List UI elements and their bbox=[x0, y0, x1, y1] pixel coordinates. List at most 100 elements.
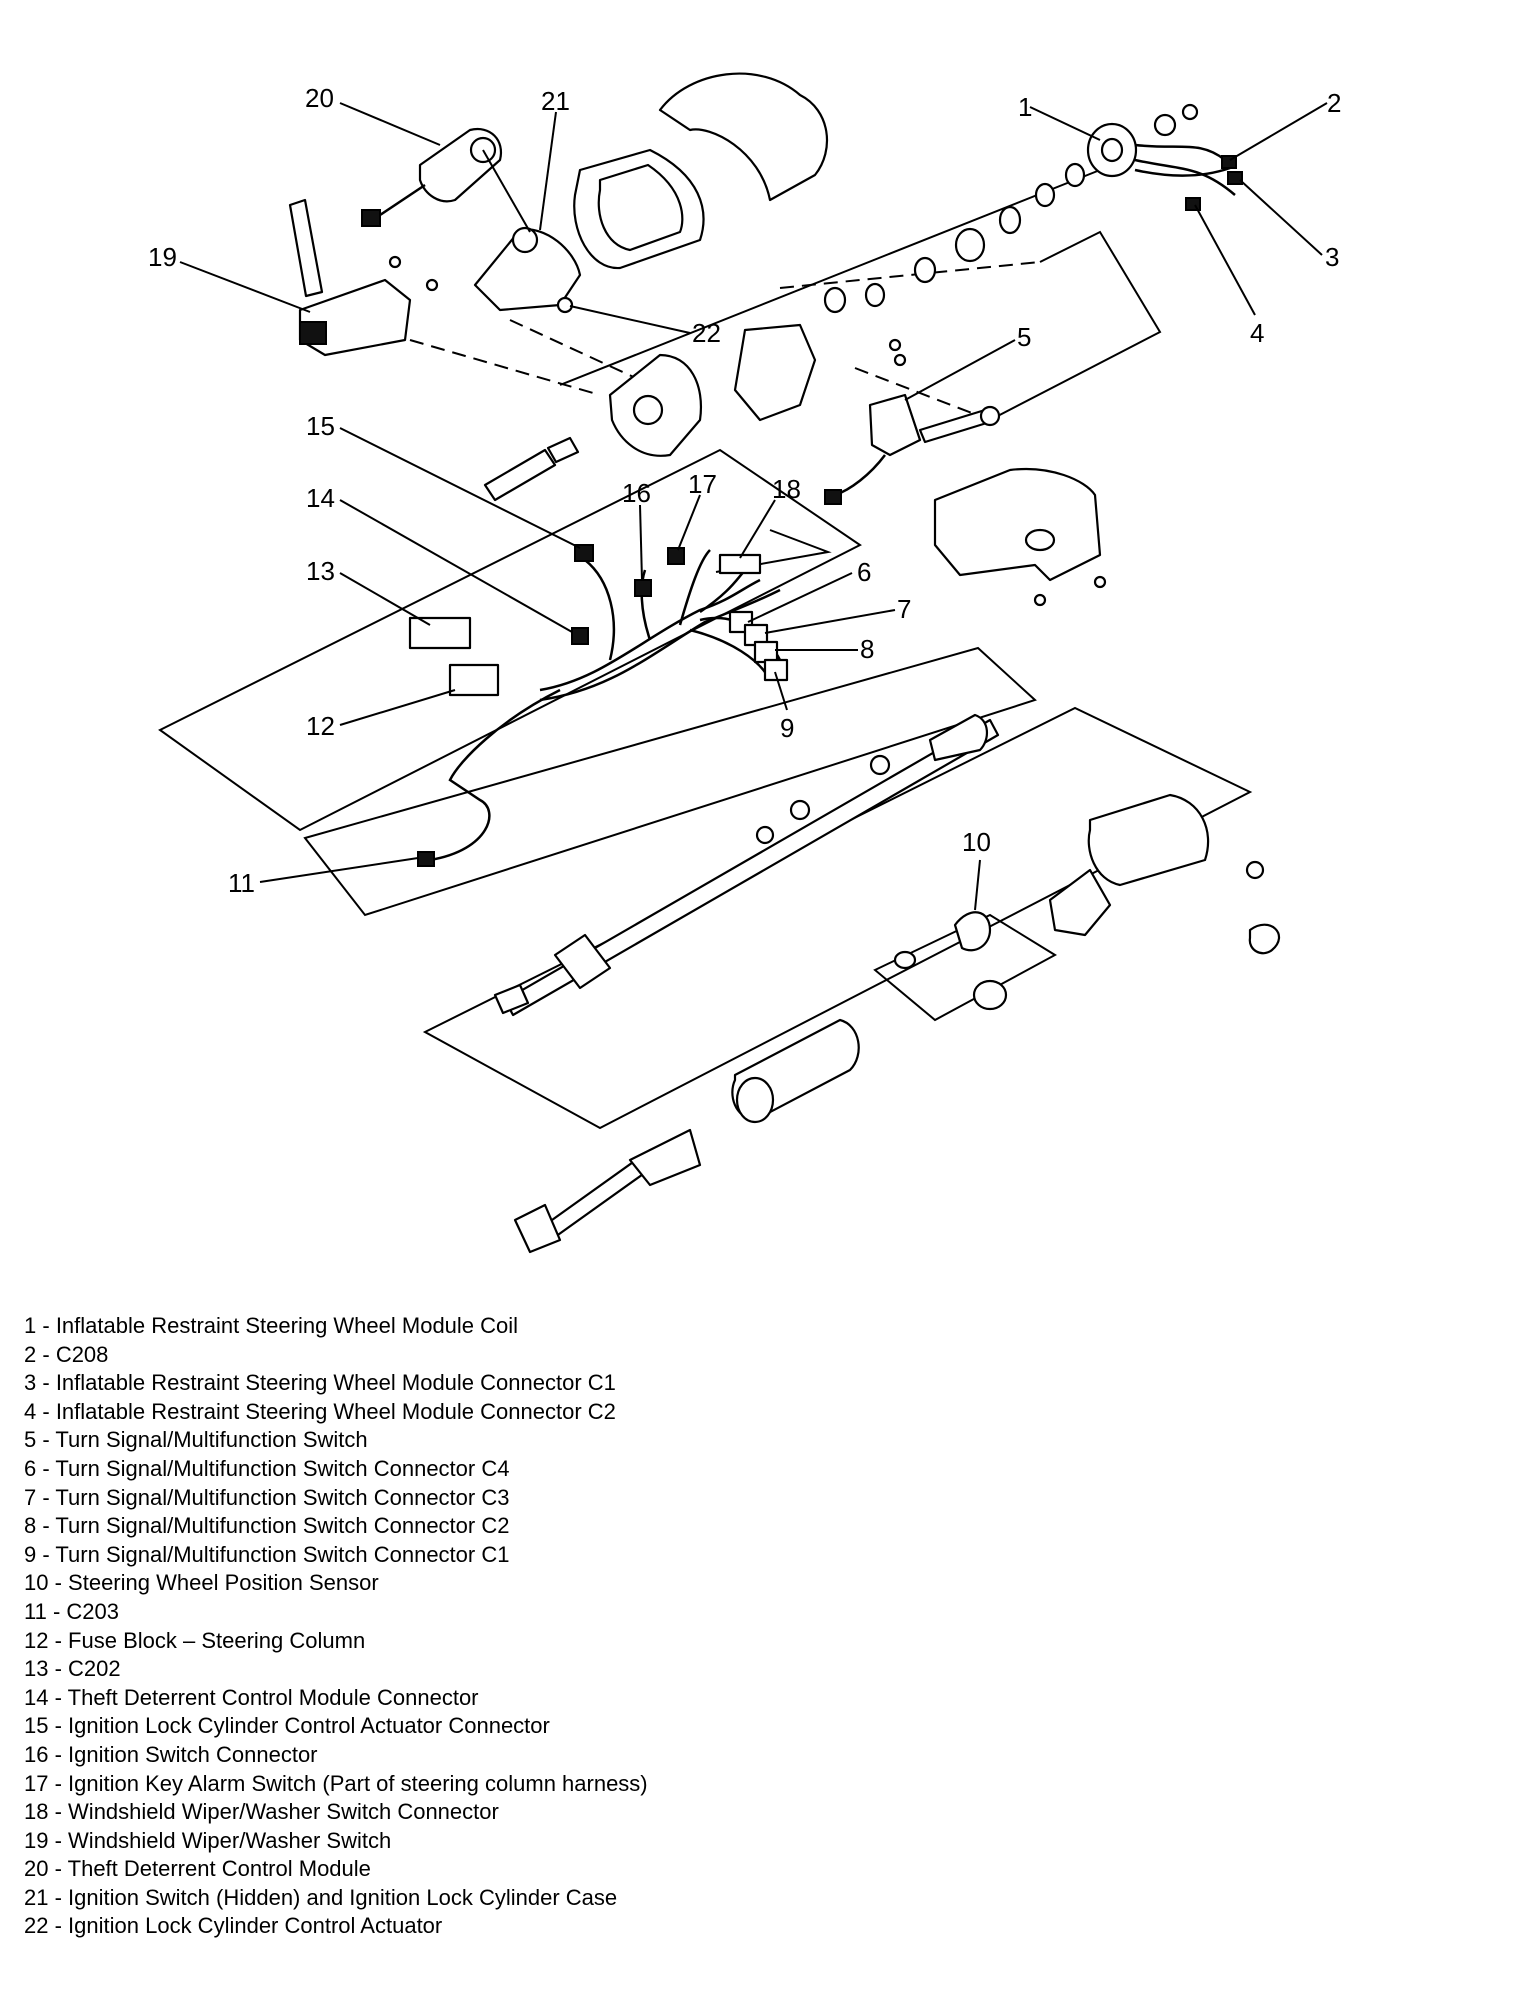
legend-text: Turn Signal/Multifunction Switch Connect… bbox=[55, 1484, 510, 1510]
leader-line-3 bbox=[1239, 179, 1323, 256]
housing-bore bbox=[632, 394, 664, 426]
leader-line-13 bbox=[339, 572, 431, 626]
legend-number: 11 bbox=[24, 1598, 47, 1624]
legend-text: Ignition Switch Connector bbox=[68, 1741, 318, 1767]
legend-item: 15 - Ignition Lock Cylinder Control Actu… bbox=[24, 1713, 550, 1739]
bearing bbox=[954, 227, 986, 263]
callout-1: 1 bbox=[1018, 92, 1032, 122]
leader-line-7 bbox=[764, 609, 896, 634]
lock-cylinder-housing bbox=[483, 353, 703, 502]
retaining-clip bbox=[1248, 923, 1280, 955]
steering-shaft bbox=[493, 713, 1000, 1017]
washer bbox=[1034, 182, 1056, 208]
tilt-housing bbox=[1087, 793, 1210, 887]
turn-signal-connector bbox=[824, 489, 842, 505]
shroud-screw bbox=[1093, 575, 1107, 589]
wiper-washer-switch bbox=[288, 198, 439, 357]
column-cover-lower bbox=[933, 467, 1107, 607]
legend-text: Theft Deterrent Control Module bbox=[67, 1856, 371, 1882]
harness-frame bbox=[158, 448, 862, 832]
legend-number: 3 bbox=[24, 1370, 37, 1396]
switch-bracket bbox=[733, 323, 907, 422]
lock-pin bbox=[546, 436, 580, 464]
steering-column-exploded-diagram: 1 2 3 4 5 6 7 8 9 10 11 12 13 14 15 16 1… bbox=[148, 72, 1341, 1254]
connector-17 bbox=[667, 547, 685, 565]
connector-15 bbox=[574, 544, 594, 562]
shaft-frame bbox=[303, 646, 1037, 917]
sensor-frame bbox=[873, 913, 1057, 1022]
coil-nut bbox=[1153, 113, 1177, 137]
leader-line-18 bbox=[739, 499, 776, 559]
sensor-washer bbox=[893, 950, 917, 970]
legend-number: 2 bbox=[24, 1341, 37, 1367]
harness-branch bbox=[640, 569, 652, 641]
coil-wire bbox=[1134, 143, 1226, 161]
legend-item: 20 - Theft Deterrent Control Module bbox=[24, 1856, 371, 1882]
legend-text: Turn Signal/Multifunction Switch Connect… bbox=[55, 1455, 510, 1481]
turn-signal-lever bbox=[918, 408, 992, 444]
callout-13: 13 bbox=[306, 556, 335, 586]
wiper-connector bbox=[299, 321, 327, 345]
legend-number: 17 bbox=[24, 1770, 49, 1796]
bearing bbox=[998, 205, 1022, 235]
harness-branch bbox=[429, 688, 561, 862]
coil-center bbox=[1100, 137, 1124, 163]
legend-item: 16 - Ignition Switch Connector bbox=[24, 1741, 318, 1767]
callout-9: 9 bbox=[780, 713, 794, 743]
legend-text: Turn Signal/Multifunction Switch bbox=[55, 1427, 368, 1453]
legend-number: 6 bbox=[24, 1455, 37, 1481]
legend-item: 4 - Inflatable Restraint Steering Wheel … bbox=[24, 1398, 616, 1424]
callout-17: 17 bbox=[688, 469, 717, 499]
leader-line-11 bbox=[259, 857, 419, 883]
callout-5: 5 bbox=[1017, 322, 1031, 352]
legend-number: 15 bbox=[24, 1713, 49, 1739]
legend-text: Windshield Wiper/Washer Switch Connector bbox=[68, 1799, 499, 1825]
leader-line-9 bbox=[774, 671, 788, 711]
legend-item: 10 - Steering Wheel Position Sensor bbox=[24, 1570, 379, 1596]
connector-18 bbox=[718, 553, 762, 575]
washer bbox=[1064, 162, 1086, 188]
tilt-bracket bbox=[1048, 868, 1112, 937]
legend-item: 3 - Inflatable Restraint Steering Wheel … bbox=[24, 1370, 616, 1396]
legend-number: 14 bbox=[24, 1684, 49, 1710]
spacer bbox=[913, 256, 937, 284]
harness-branch bbox=[584, 559, 616, 661]
parts-legend: 1 - Inflatable Restraint Steering Wheel … bbox=[24, 1312, 648, 1941]
callout-18: 18 bbox=[772, 474, 801, 504]
legend-item: 5 - Turn Signal/Multifunction Switch bbox=[24, 1427, 368, 1453]
sensor-washer bbox=[972, 979, 1008, 1011]
coil-frame-line bbox=[989, 230, 1162, 421]
bracket-screw bbox=[893, 353, 907, 367]
callout-20: 20 bbox=[305, 83, 334, 113]
callout-19: 19 bbox=[148, 242, 177, 272]
leader-line-14 bbox=[339, 499, 573, 633]
legend-item: 7 - Turn Signal/Multifunction Switch Con… bbox=[24, 1484, 510, 1510]
legend-item: 6 - Turn Signal/Multifunction Switch Con… bbox=[24, 1455, 510, 1481]
lower-shroud bbox=[933, 467, 1102, 582]
jacket-tube-end bbox=[735, 1076, 775, 1124]
legend-item: 17 - Ignition Key Alarm Switch (Part of … bbox=[24, 1770, 648, 1796]
legend-text: Ignition Key Alarm Switch (Part of steer… bbox=[68, 1770, 648, 1796]
legend-item: 19 - Windshield Wiper/Washer Switch bbox=[24, 1827, 392, 1853]
guide-line bbox=[854, 367, 991, 421]
callout-12: 12 bbox=[306, 711, 335, 741]
steering-wheel-position-sensor bbox=[953, 911, 992, 952]
connector-c203 bbox=[417, 851, 435, 867]
shaft-clip bbox=[789, 799, 811, 821]
legend-item: 12 - Fuse Block – Steering Column bbox=[24, 1627, 366, 1653]
legend-number: 13 bbox=[24, 1656, 49, 1682]
legend-text: C203 bbox=[66, 1598, 119, 1624]
guide-line bbox=[779, 261, 1041, 289]
legend-item: 2 - C208 bbox=[24, 1341, 109, 1367]
callout-14: 14 bbox=[306, 483, 335, 513]
legend-item: 14 - Theft Deterrent Control Module Conn… bbox=[24, 1684, 479, 1710]
spacer bbox=[864, 282, 886, 308]
legend-number: 7 bbox=[24, 1484, 37, 1510]
upper-shroud bbox=[658, 72, 829, 202]
legend-number: 18 bbox=[24, 1799, 49, 1825]
coil-nut bbox=[1181, 103, 1199, 121]
leader-line-17 bbox=[677, 494, 701, 551]
legend-text: Theft Deterrent Control Module Connector bbox=[67, 1684, 479, 1710]
leader-line-22 bbox=[569, 305, 691, 334]
legend-text: Inflatable Restraint Steering Wheel Modu… bbox=[55, 1313, 519, 1338]
